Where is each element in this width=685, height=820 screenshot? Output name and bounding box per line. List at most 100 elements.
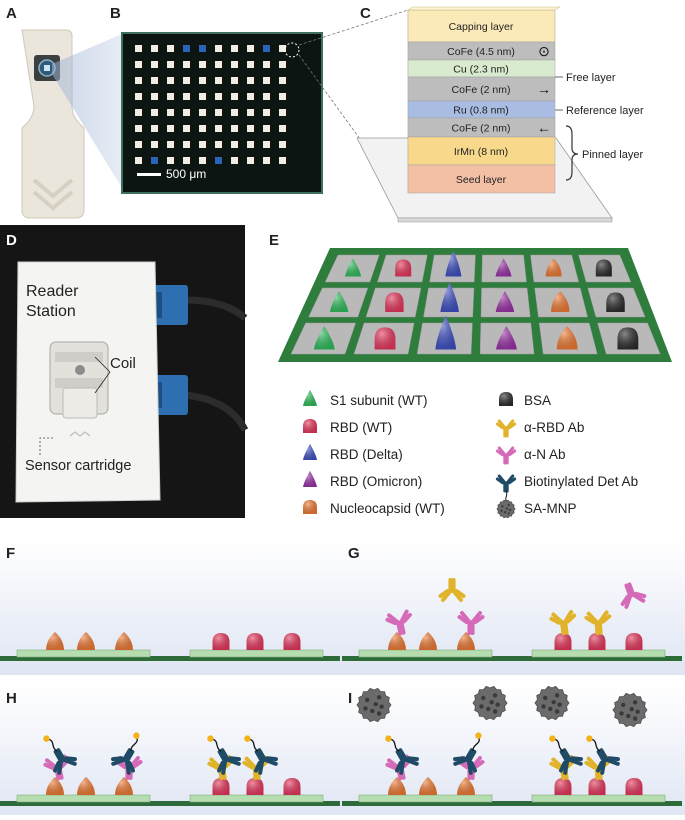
sensor-pad: [279, 61, 286, 68]
legend-label: Nucleocapsid (WT): [330, 501, 445, 516]
antigen-spot: [313, 326, 335, 350]
panel-h: H: [0, 685, 343, 820]
pinned-layer-brace: [565, 125, 579, 181]
sensor-pad: [215, 125, 222, 132]
sensor-pad: [231, 125, 238, 132]
legend-label: SA-MNP: [524, 501, 577, 516]
sensor-strip: [189, 649, 324, 658]
sensor-pad: [167, 157, 174, 164]
layer-label-5: CoFe (2 nm): [452, 123, 511, 135]
sensor-strip: [531, 649, 666, 658]
sensor-pad: [151, 157, 158, 164]
nucleocapsid-antigen: [457, 632, 475, 650]
sensor-pad: [247, 141, 254, 148]
legend-swatch: [495, 474, 517, 506]
sensor-pad: [151, 109, 158, 116]
rbd-antigen: [246, 633, 264, 650]
antigen-spot: [440, 282, 459, 312]
anti-n-antibody: [457, 611, 485, 635]
sensor-pad: [151, 93, 158, 100]
panel-d-letter: D: [6, 232, 17, 249]
panel-f-letter: F: [6, 545, 15, 562]
sensor-pad: [199, 93, 206, 100]
panel-c-letter: C: [360, 5, 371, 22]
detection-antibody: [385, 735, 419, 775]
sensor-pad: [231, 109, 238, 116]
sensor-pad: [215, 61, 222, 68]
legend-label: α-RBD Ab: [524, 420, 584, 435]
sensor-pad: [263, 93, 270, 100]
legend-swatch: [303, 390, 317, 406]
sensor-pad: [247, 157, 254, 164]
sensor-pad: [135, 45, 142, 52]
zoom-beam-a-to-b: [52, 34, 122, 188]
panel-g-letter: G: [348, 545, 360, 562]
sensor-pad: [231, 77, 238, 84]
sensor-pad: [263, 157, 270, 164]
panel-e: E S1 subunit (WT)RBD (WT)RBD (Delta)RBD …: [269, 232, 672, 519]
legend-label: BSA: [524, 393, 551, 408]
sensor-pad: [231, 61, 238, 68]
sensor-pad: [167, 93, 174, 100]
cartridge-pointer: [39, 437, 55, 455]
layer-label-4: Ru (0.8 nm): [453, 105, 508, 117]
legend-swatch: [495, 419, 517, 438]
legend-label: S1 subunit (WT): [330, 393, 428, 408]
nucleocapsid-antigen: [419, 632, 437, 650]
sensor-pad: [215, 93, 222, 100]
ground-line: [0, 656, 340, 661]
magnetization-symbol-1: ⊙: [538, 43, 550, 59]
sensor-pad: [263, 125, 270, 132]
antigen-spot: [545, 258, 562, 277]
legend-swatch: [303, 500, 317, 514]
panel-a-letter: A: [6, 5, 17, 22]
sensor-pad: [231, 141, 238, 148]
sensor-cartridge-label: Sensor cartridge: [25, 458, 131, 474]
sensor-pad: [183, 77, 190, 84]
antigen-legend: S1 subunit (WT)RBD (WT)RBD (Delta)RBD (O…: [303, 390, 638, 519]
sensor-pad: [263, 45, 270, 52]
antigen-spot: [435, 315, 457, 350]
magnetic-nanoparticle: [534, 685, 570, 721]
layer-6: [407, 136, 556, 166]
magnetic-nanoparticle: [472, 685, 508, 721]
rbd-antigen: [588, 778, 606, 795]
sensor-pad: [135, 109, 142, 116]
sensor-pad: [279, 125, 286, 132]
magnetic-nanoparticle: [356, 687, 392, 723]
sensor-pad: [135, 157, 142, 164]
sensor-pad: [199, 109, 206, 116]
anti-n-antibody: [385, 609, 412, 636]
detection-antibody: [586, 735, 620, 775]
sensor-pad: [151, 125, 158, 132]
sensor-pad: [279, 109, 286, 116]
layer-label-6: IrMn (8 nm): [454, 146, 508, 158]
sensor-pad: [199, 61, 206, 68]
sensor-pad: [167, 141, 174, 148]
panel-i-letter: I: [348, 690, 352, 707]
zoom-line-bottom: [298, 54, 409, 206]
rbd-antigen: [554, 633, 572, 650]
nucleocapsid-antigen: [77, 777, 95, 795]
legend-swatch: [496, 499, 516, 519]
scale-bar: [137, 173, 161, 176]
sensor-pad: [135, 125, 142, 132]
ground-line: [342, 656, 682, 661]
sensor-strip: [16, 649, 151, 658]
sensor-pad: [199, 141, 206, 148]
ground-line: [342, 801, 682, 806]
legend-swatch: [303, 444, 317, 460]
nucleocapsid-antigen: [115, 777, 133, 795]
antigen-spot: [345, 258, 362, 277]
sensor-pad: [135, 61, 142, 68]
panel-e-letter: E: [269, 232, 279, 249]
panel-b-letter: B: [110, 5, 121, 22]
sensor-pad: [151, 61, 158, 68]
sensor-pad: [215, 109, 222, 116]
rbd-antigen: [212, 633, 230, 650]
sensor-pad: [231, 45, 238, 52]
sensor-pad: [183, 125, 190, 132]
sensor-strip: [358, 649, 493, 658]
